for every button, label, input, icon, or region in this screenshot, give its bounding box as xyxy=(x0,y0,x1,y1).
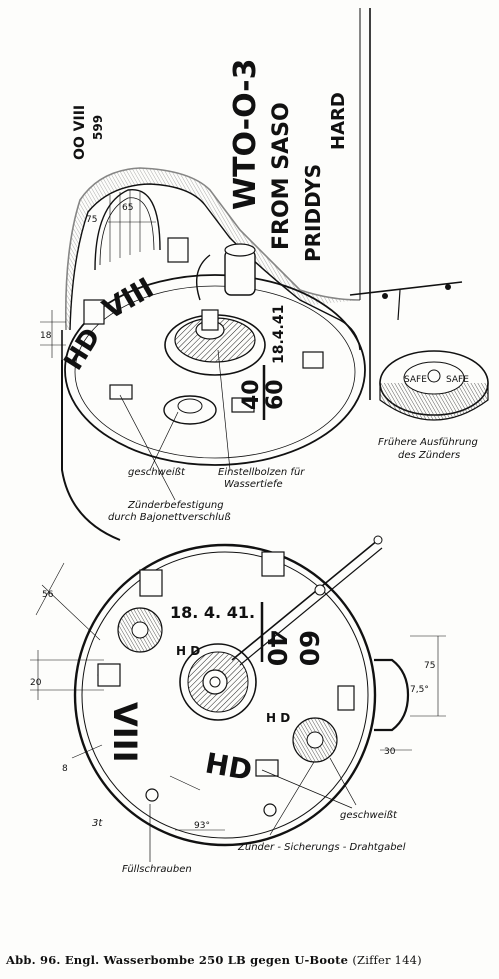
stencil-hard: HARD xyxy=(328,92,349,150)
label-einstellbolzen-line2: Wassertiefe xyxy=(224,479,283,490)
caption-figure-number: Abb. 96. xyxy=(6,953,61,967)
label-zuender-line2: durch Bajonettverschluß xyxy=(108,512,231,523)
dim-30: 30 xyxy=(384,747,396,757)
dim-93: 93° xyxy=(194,821,210,831)
plan-view: 18. 4. 41. 60 40 VIII HD H D H D 56 20 8… xyxy=(30,535,446,875)
figure-caption: Abb. 96. Engl. Wasserbombe 250 LB gegen … xyxy=(6,953,496,967)
dim-75: 75 xyxy=(86,215,97,225)
stencil-fraction-bottom: 40 xyxy=(239,379,264,410)
dim-7-5: 7,5° xyxy=(410,685,429,695)
top-perspective-view: OO VIII 599 WTO-O-3 FROM SASO PRIDDYS HA… xyxy=(40,8,489,541)
safe-label-left: SAFE xyxy=(404,375,427,385)
stencil-number: 599 xyxy=(91,115,105,140)
label-geschweisst-top: geschweißt xyxy=(128,467,186,478)
dim-75-plan: 75 xyxy=(424,661,435,671)
stencil-date: 18.4.41 xyxy=(271,305,287,364)
dim-65: 65 xyxy=(122,203,133,213)
label-fruehere-line1: Frühere Ausführung xyxy=(378,437,478,448)
dim-56: 56 xyxy=(42,590,54,600)
label-fruehere-line2: des Zünders xyxy=(398,450,460,461)
stencil-code: OO VIII xyxy=(72,105,88,160)
caption-text: Engl. Wasserbombe 250 LB gegen U-Boote xyxy=(64,953,349,967)
plan-fraction-top: 60 xyxy=(293,630,323,666)
dim-20: 20 xyxy=(30,678,42,688)
plan-hd-small-right: H D xyxy=(266,711,290,725)
label-fuellschrauben: Füllschrauben xyxy=(122,864,192,875)
dim-18: 18 xyxy=(40,331,52,341)
label-sicherungs-drahtgabel: Zünder - Sicherungs - Drahtgabel xyxy=(237,842,406,853)
label-geschweisst-plan: geschweißt xyxy=(340,810,398,821)
stencil-from-saso: FROM SASO xyxy=(269,102,294,250)
draftsman-mark: 3t xyxy=(92,818,103,829)
safe-label-right: SAFE xyxy=(446,375,469,385)
caption-ziffer: (Ziffer 144) xyxy=(352,953,422,967)
plan-date: 18. 4. 41. xyxy=(170,603,255,622)
earlier-fuse-figure: SAFE SAFE xyxy=(349,281,489,421)
label-einstellbolzen-line1: Einstellbolzen für xyxy=(218,467,305,478)
stencil-wto: WTO-O-3 xyxy=(228,59,263,210)
label-zuender-line1: Zünderbefestigung xyxy=(127,500,224,511)
dim-8: 8 xyxy=(62,764,68,774)
stencil-fraction-top: 60 xyxy=(263,379,288,410)
stencil-priddys: PRIDDYS xyxy=(301,164,325,262)
plan-fraction-bottom: 40 xyxy=(261,630,291,666)
plan-hd: HD xyxy=(203,746,255,787)
plan-hd-small-left: H D xyxy=(176,644,200,658)
plan-roman-viii: VIII xyxy=(106,702,144,762)
